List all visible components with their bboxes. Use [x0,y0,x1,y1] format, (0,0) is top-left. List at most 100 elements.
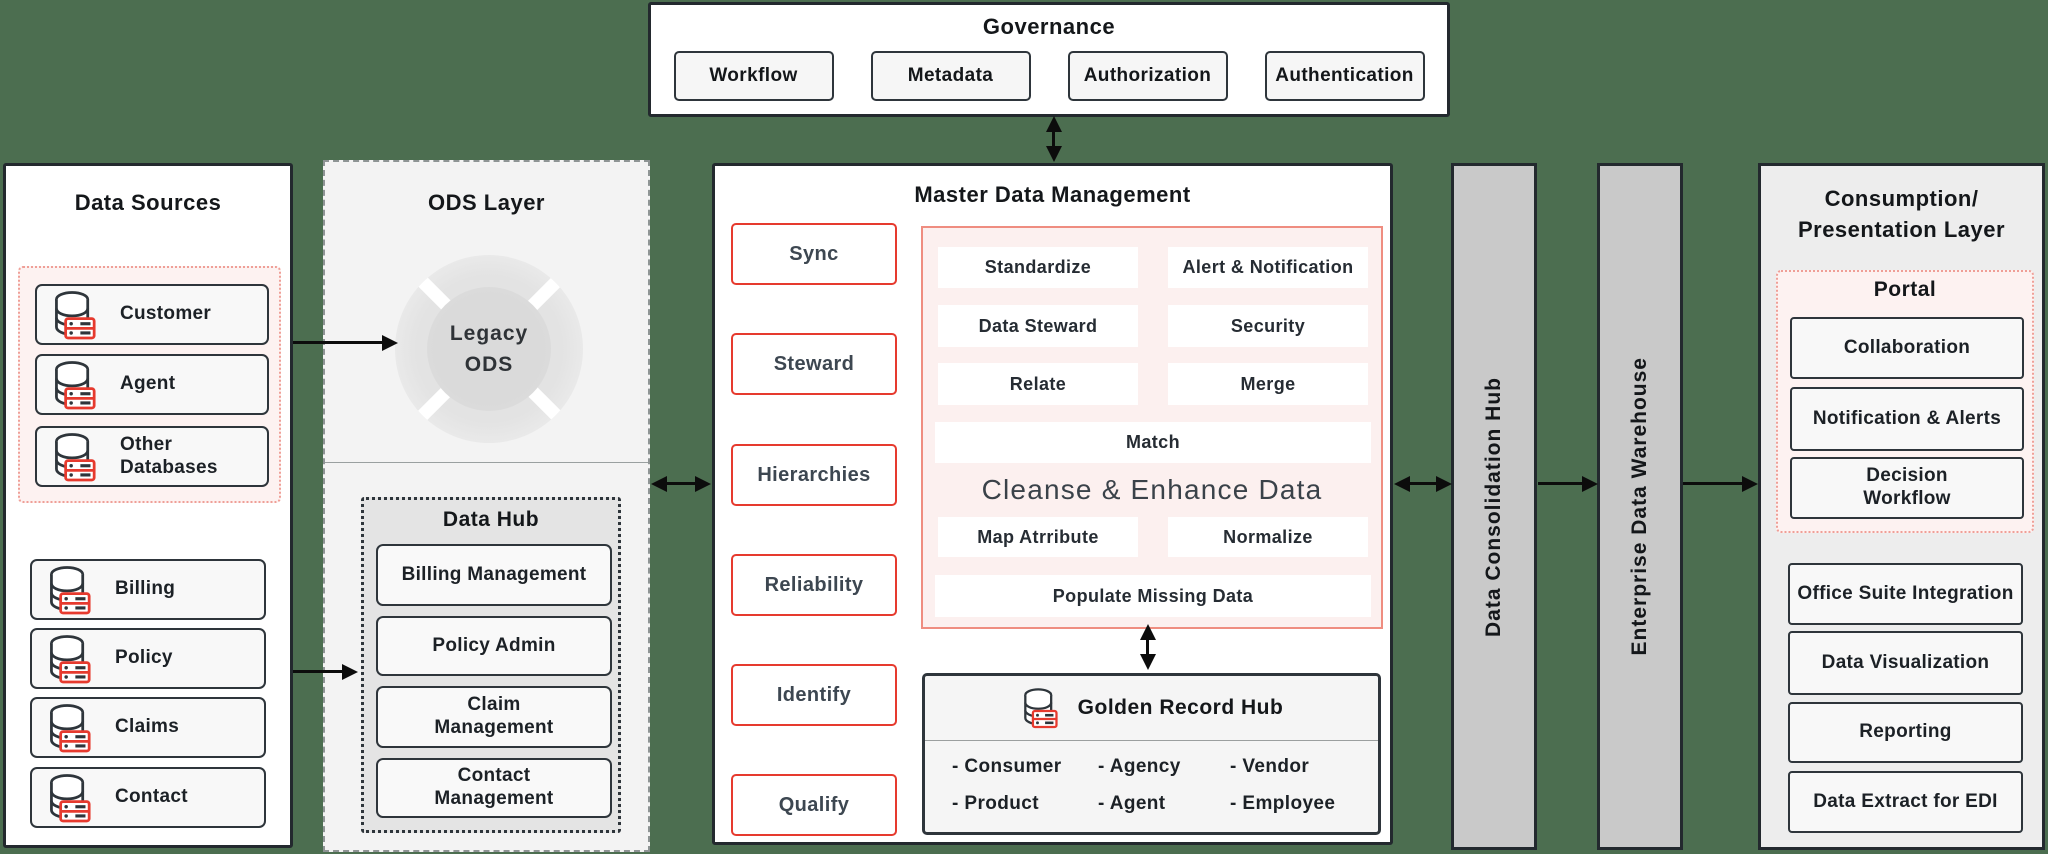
data-hub-item-label: Claim Management [434,694,554,738]
data-hub-item-label: Policy Admin [432,634,556,656]
arrow-governance-mdm-bidirectional [1052,131,1055,147]
database-icon [50,703,91,752]
golden-record-hub-header: Golden Record Hub [925,676,1378,741]
governance-title: Governance [982,14,1116,39]
consumption-title: Consumption/ Presentation Layer [1797,186,2006,242]
grh-entity-product: - Product [952,793,1039,814]
consumption-item-label: Reporting [1859,721,1952,743]
portal-group: Portal Collaboration Notification & Aler… [1776,270,2034,533]
source-item-label: Contact [115,786,188,808]
master-sources-group: Customer Agent Other Databases [18,266,281,503]
governance-buttons: Workflow Metadata Authorization Authenti… [651,51,1447,101]
data-hub-title: Data Hub [442,508,540,531]
arrow-processes-golden-record-bidirectional [1146,639,1149,655]
source-item-label: Policy [115,647,173,669]
mdm-title: Master Data Management [914,182,1191,207]
portal-title: Portal [1873,278,1937,301]
portal-item-collaboration: Collaboration [1790,317,2024,379]
consumption-item-label: Data Visualization [1821,651,1990,673]
process-chip-security: Security [1168,305,1368,347]
ods-layer-title: ODS Layer [428,190,545,215]
mdm-function-identify: Identify [731,664,897,726]
source-item-billing: Billing [30,559,266,620]
mdm-process-board: Standardize Alert & Notification Data St… [921,226,1383,629]
data-hub-item-claim-management: Claim Management [376,686,612,748]
arrow-consolidation-to-warehouse [1538,482,1583,485]
consumption-item-data-extract-edi: Data Extract for EDI [1788,771,2023,833]
database-icon [50,773,91,822]
portal-item-label: Collaboration [1843,336,1971,358]
mdm-function-sync: Sync [731,223,897,285]
consumption-item-label: Office Suite Integration [1797,582,2014,604]
arrow-mdm-consolidation-bidirectional [1409,482,1437,485]
database-icon [50,565,91,614]
database-icon [50,634,91,683]
source-item-other-databases: Other Databases [35,426,269,487]
consumption-item-office-suite: Office Suite Integration [1788,563,2023,625]
process-chip-alert-notification: Alert & Notification [1168,247,1368,288]
golden-record-hub: Golden Record Hub - Consumer - Agency - … [922,673,1381,835]
process-chip-merge: Merge [1168,363,1368,405]
database-icon [1023,688,1058,729]
source-item-label: Claims [115,716,180,738]
governance-item-authorization: Authorization [1067,51,1228,101]
process-chip-map-attribute: Map Atrribute [938,517,1138,557]
governance-item-workflow: Workflow [673,51,834,101]
process-chip-normalize: Normalize [1168,517,1368,557]
golden-record-hub-title: Golden Record Hub [1077,696,1284,719]
source-item-label: Agent [120,373,176,395]
grh-entity-agency: - Agency [1098,756,1181,777]
source-item-customer: Customer [35,284,269,345]
enterprise-data-warehouse-label: Enterprise Data Warehouse [1628,357,1651,656]
data-hub-panel: Data Hub Billing Management Policy Admin… [361,497,621,833]
legacy-ods-ring-icon: Legacy ODS [395,255,583,443]
source-item-agent: Agent [35,354,269,415]
mdm-function-reliability: Reliability [731,554,897,616]
mdm-panel: Master Data Management Sync Steward Hier… [712,163,1393,845]
portal-item-notification-alerts: Notification & Alerts [1790,387,2024,451]
grh-entity-employee: - Employee [1230,793,1336,814]
data-hub-item-contact-management: Contact Management [376,758,612,818]
consumption-panel: Consumption/ Presentation Layer Portal C… [1758,163,2045,850]
data-hub-item-policy-admin: Policy Admin [376,616,612,676]
data-consolidation-hub-bar: Data Consolidation Hub [1451,163,1537,850]
governance-panel: Governance Workflow Metadata Authorizati… [648,2,1450,117]
legacy-ods-label: Legacy ODS [449,321,529,377]
golden-record-entities: - Consumer - Agency - Vendor - Product -… [925,741,1378,815]
grh-entity-agent: - Agent [1098,793,1166,814]
data-consolidation-hub-label: Data Consolidation Hub [1482,376,1505,637]
process-chip-match: Match [935,422,1371,463]
grh-entity-consumer: - Consumer [952,756,1062,777]
database-icon [55,360,96,409]
data-sources-title: Data Sources [74,190,222,215]
data-sources-panel: Data Sources Customer Agent Other Databa… [3,163,293,848]
data-hub-item-label: Billing Management [401,563,587,585]
consumption-item-label: Data Extract for EDI [1813,790,1998,812]
grh-entity-vendor: - Vendor [1230,756,1310,777]
source-item-policy: Policy [30,628,266,689]
portal-item-label: Decision Workflow [1863,465,1951,509]
portal-item-label: Notification & Alerts [1812,407,2002,429]
consumption-item-reporting: Reporting [1788,702,2023,763]
arrow-warehouse-to-consumption [1683,482,1743,485]
arrow-sources-to-ods [293,341,383,344]
process-chip-populate-missing-data: Populate Missing Data [935,575,1371,617]
arrow-sources-to-data-hub [293,670,343,673]
ods-divider [325,462,648,463]
arrow-ods-mdm-bidirectional [666,482,696,485]
ods-layer-panel: ODS Layer Legacy ODS Data Hub Billing Ma… [323,160,650,852]
database-icon [55,290,96,339]
data-hub-item-billing-management: Billing Management [376,544,612,606]
source-item-contact: Contact [30,767,266,828]
governance-item-metadata: Metadata [870,51,1031,101]
portal-item-decision-workflow: Decision Workflow [1790,457,2024,519]
process-chip-standardize: Standardize [938,247,1138,288]
database-icon [55,432,96,481]
enterprise-data-warehouse-bar: Enterprise Data Warehouse [1597,163,1683,850]
process-chip-data-steward: Data Steward [938,305,1138,347]
source-item-label: Other Databases [120,433,218,478]
consumption-item-data-visualization: Data Visualization [1788,631,2023,695]
mdm-function-hierarchies: Hierarchies [731,444,897,506]
source-item-label: Billing [115,578,176,600]
